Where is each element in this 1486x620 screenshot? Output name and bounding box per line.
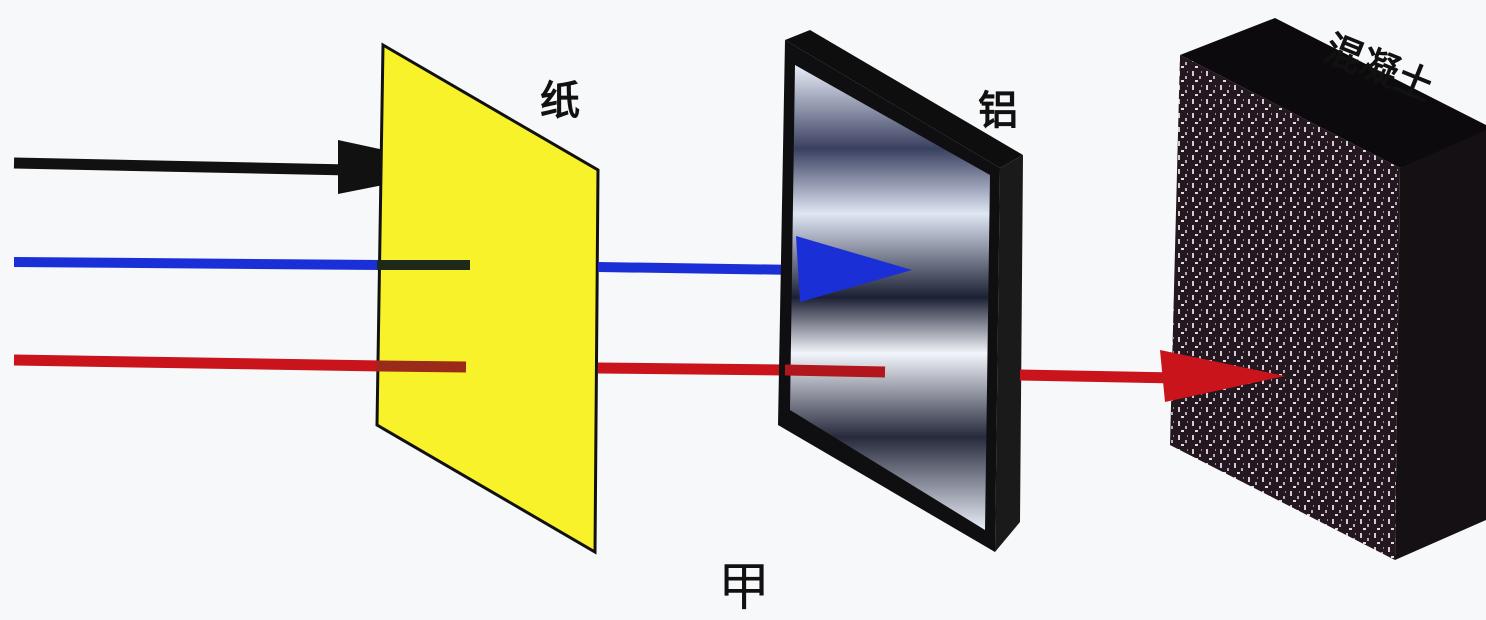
gamma-ray-incoming <box>14 360 383 366</box>
gamma-ray <box>14 360 785 370</box>
radiation-penetration-diagram: 纸 铝 混凝土 甲 <box>0 0 1486 605</box>
alpha-ray-shaft <box>14 163 350 170</box>
figure-caption: 甲 <box>718 545 770 620</box>
concrete-side <box>1395 130 1486 560</box>
gamma-ray-between-aluminum-concrete <box>1020 375 1178 378</box>
beta-ray-incoming <box>14 262 383 265</box>
beta-ray <box>14 262 800 270</box>
beta-ray-outgoing <box>598 267 800 270</box>
gamma-ray-through-aluminum <box>785 370 885 372</box>
gamma-ray-through-paper <box>377 366 466 367</box>
gamma-ray-between-paper-aluminum <box>598 368 785 370</box>
concrete-block <box>1170 18 1486 560</box>
diagram-canvas <box>0 0 1486 605</box>
paper-label: 纸 <box>540 68 580 126</box>
aluminum-label: 铝 <box>978 78 1018 136</box>
